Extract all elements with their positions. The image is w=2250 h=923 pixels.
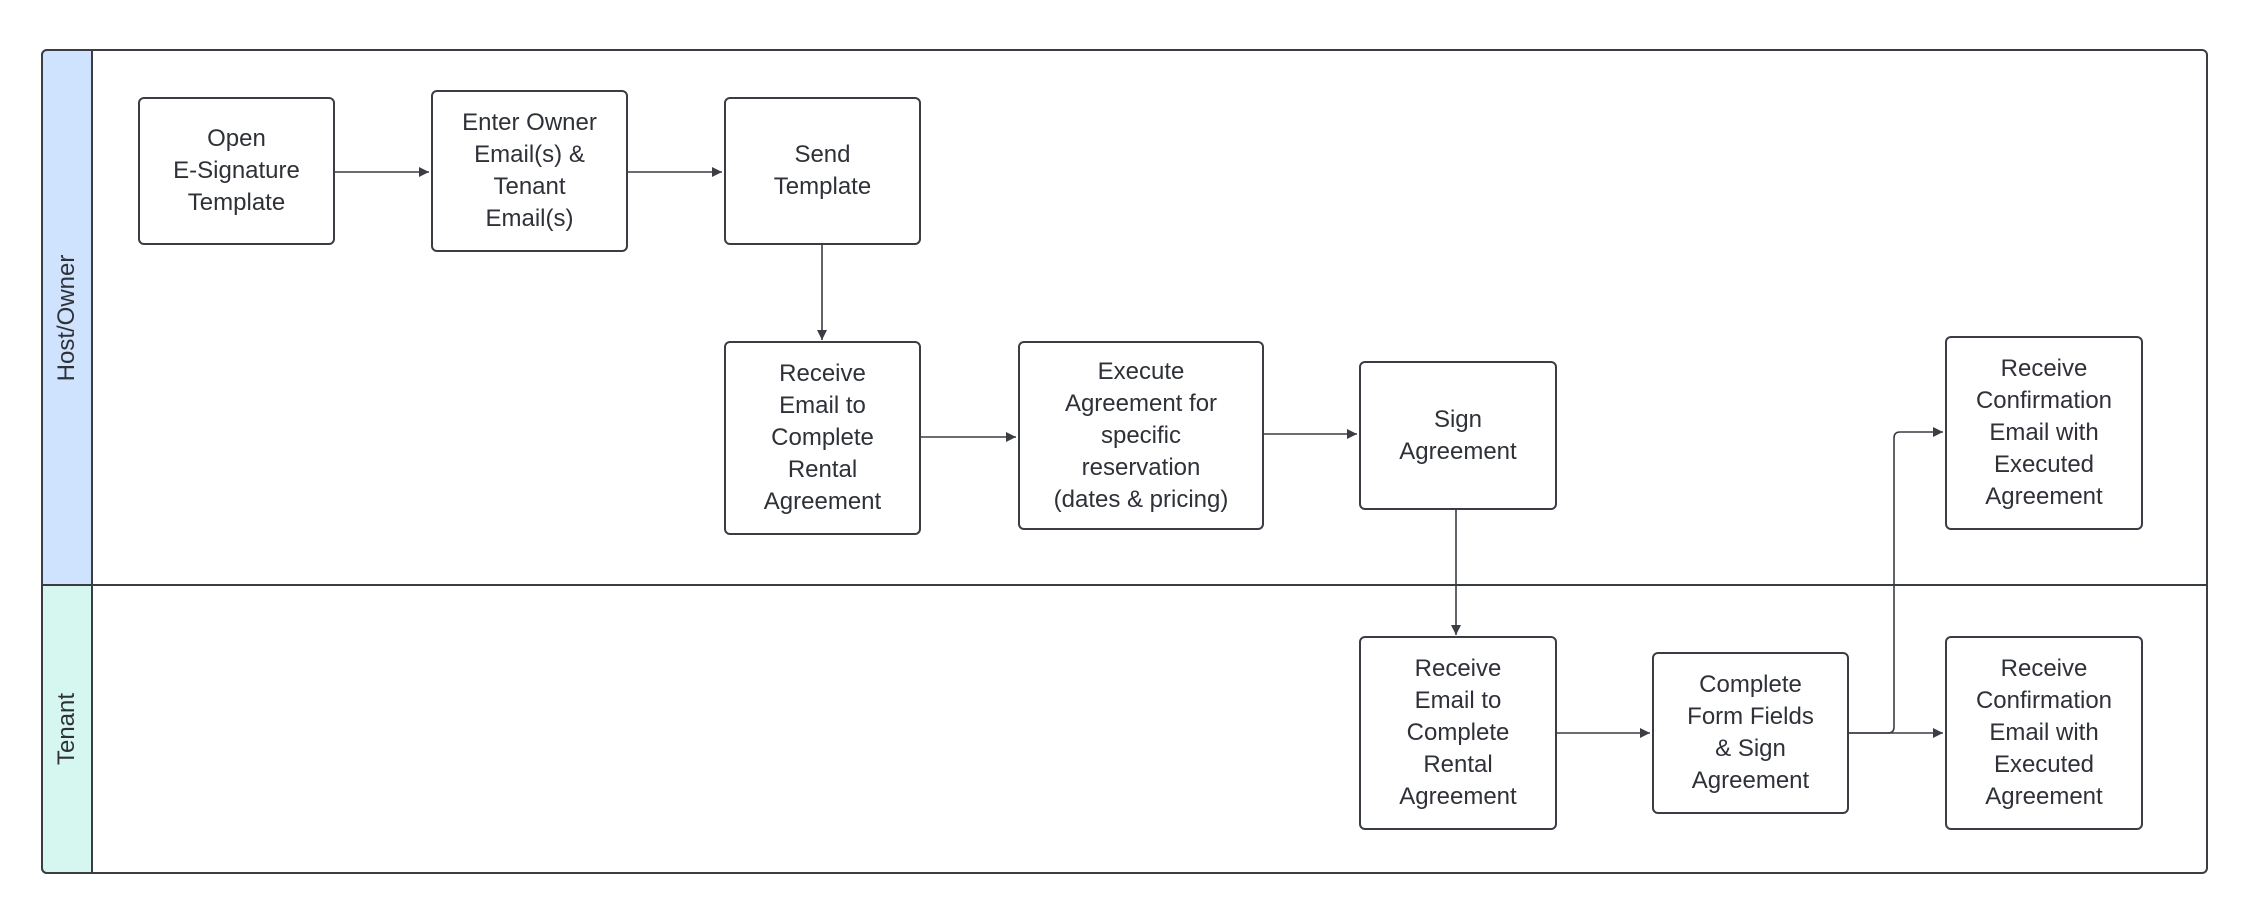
lane-divider [41,584,2208,586]
node-tenant-receive-confirmation[interactable]: Receive Confirmation Email with Executed… [1945,636,2143,830]
node-complete-form[interactable]: Complete Form Fields & Sign Agreement [1652,652,1849,814]
node-open-template[interactable]: Open E-Signature Template [138,97,335,245]
lane-tenant-title: Tenant [53,692,80,765]
node-sign-agreement[interactable]: Sign Agreement [1359,361,1557,510]
lane-host-owner-title: Host/Owner [53,254,80,382]
node-enter-emails[interactable]: Enter Owner Email(s) & Tenant Email(s) [431,90,628,252]
node-tenant-receive-email[interactable]: Receive Email to Complete Rental Agreeme… [1359,636,1557,830]
node-host-receive-confirmation[interactable]: Receive Confirmation Email with Executed… [1945,336,2143,530]
node-execute-agreement[interactable]: Execute Agreement for specific reservati… [1018,341,1264,530]
lane-tenant: Tenant [41,585,93,874]
node-send-template[interactable]: Send Template [724,97,921,245]
lane-host-owner: Host/Owner [41,49,93,585]
node-host-receive-email[interactable]: Receive Email to Complete Rental Agreeme… [724,341,921,535]
